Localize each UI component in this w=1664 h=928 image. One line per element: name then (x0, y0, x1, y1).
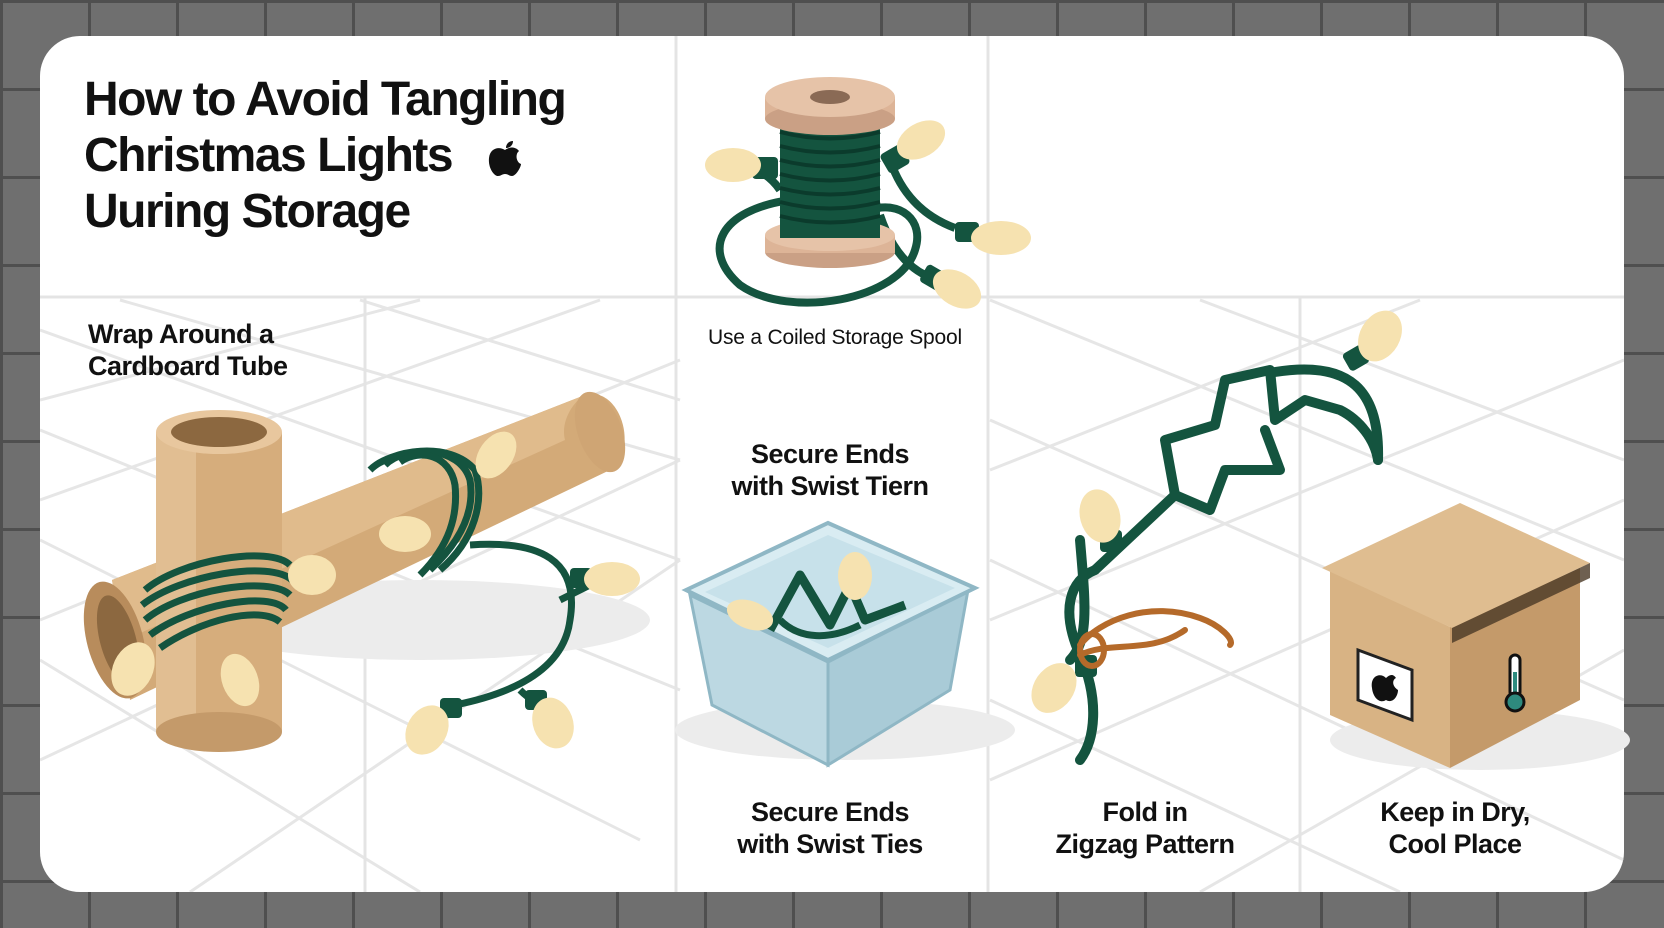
bulb-icon (1079, 489, 1122, 552)
spool-icon (714, 77, 957, 307)
page-title-line: How to Avoid Tangling (84, 73, 567, 126)
step-label-line: with Swist Tiern (731, 471, 929, 501)
step-label-zigzag: Fold in Zigzag Pattern (1020, 796, 1270, 860)
bulb-icon (920, 264, 982, 309)
bulb-icon (880, 120, 946, 174)
bulb-icon (288, 555, 336, 595)
bulb-icon (1342, 310, 1402, 371)
step-label-line: Cool Place (1388, 829, 1522, 859)
step-label-line: Keep in Dry, (1380, 797, 1530, 827)
bulb-icon (525, 690, 574, 749)
main-panel (40, 36, 1624, 892)
apple-sticker-icon (1356, 647, 1414, 723)
step-label-secure-top: Secure Ends with Swist Tiern (700, 438, 960, 502)
cardboard-box-icon (1322, 503, 1630, 770)
bulb-icon (955, 221, 1031, 255)
step-label-secure-bottom: Secure Ends with Swist Ties (700, 796, 960, 860)
page-title-line: Christmas Lights (84, 129, 454, 182)
bulb-icon (405, 698, 462, 755)
step-label-line: Zigzag Pattern (1055, 829, 1235, 859)
step-label-line: Secure Ends (750, 439, 910, 469)
step-label-tube: Wrap Around a Cardboard Tube (88, 318, 288, 382)
step-label-line: with Swist Ties (737, 829, 923, 859)
step-label-line: Cardboard Tube (88, 351, 288, 381)
bulb-icon (111, 642, 155, 696)
bulb-icon (726, 599, 774, 631)
step-label-line: Wrap Around a (88, 319, 274, 349)
page-title: How to Avoid Tangling Christmas Lights U… (84, 72, 567, 240)
page-title-line: Uuring Storage (84, 185, 411, 238)
step-label-line: Secure Ends (750, 797, 910, 827)
step-label-spool: Use a Coiled Storage Spool (708, 326, 962, 349)
twist-tie-icon (1077, 608, 1234, 669)
bulb-icon (475, 431, 517, 479)
bulb-icon (838, 552, 872, 600)
thermometer-icon (1504, 653, 1526, 713)
bulb-icon (220, 653, 260, 707)
apple-logo-icon (488, 141, 521, 176)
step-label-dry: Keep in Dry, Cool Place (1335, 796, 1575, 860)
step-label-line: Fold in (1102, 797, 1188, 827)
bulb-icon (570, 562, 640, 596)
bulb-icon (379, 516, 431, 552)
bulb-icon (705, 148, 778, 182)
